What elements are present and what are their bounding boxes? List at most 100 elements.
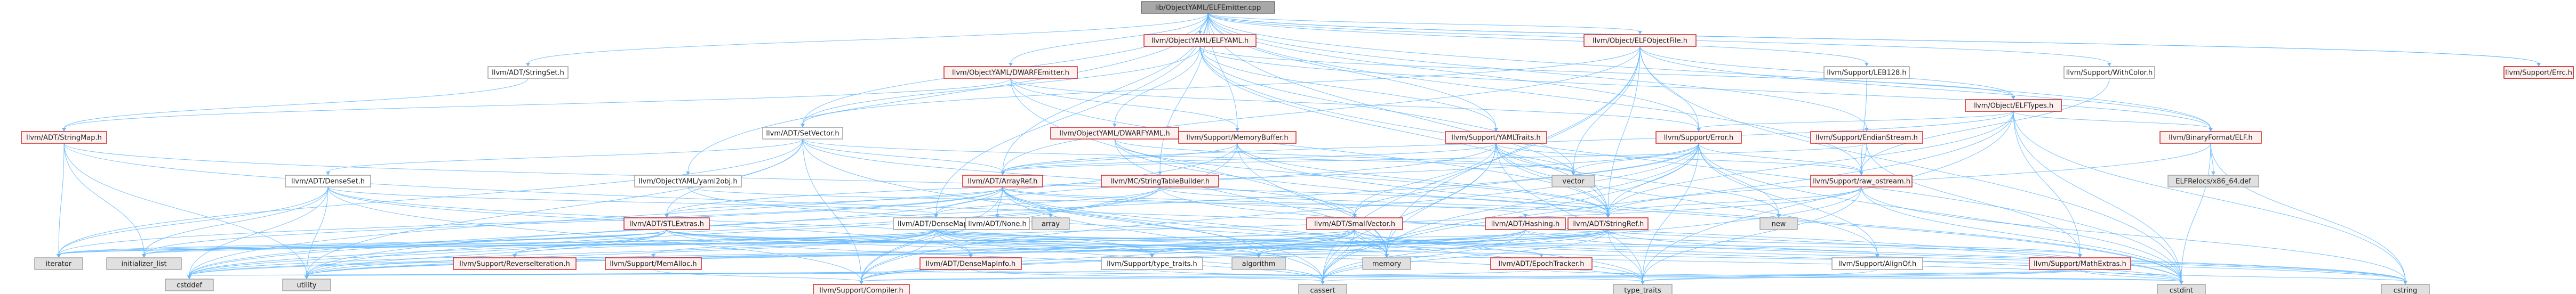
- edge-densemap-to-alignof: [935, 229, 1878, 255]
- node-compiler[interactable]: llvm/Support/Compiler.h: [813, 284, 910, 294]
- node-densemapinfo[interactable]: llvm/ADT/DenseMapInfo.h: [919, 257, 1022, 270]
- edge-arrayref-to-stlextras: [666, 186, 1003, 215]
- edge-objelffile-to-vector: [1573, 46, 1641, 173]
- node-arrayref[interactable]: llvm/ADT/ArrayRef.h: [962, 175, 1043, 187]
- edge-arrow-root-to-dwarfemitter: [1009, 63, 1013, 67]
- node-box-none: [965, 217, 1030, 230]
- node-objelffile[interactable]: llvm/Object/ELFObjectFile.h: [1583, 34, 1697, 47]
- node-denseset[interactable]: llvm/ADT/DenseSet.h: [285, 175, 371, 187]
- node-binaryelf[interactable]: llvm/BinaryFormat/ELF.h: [2159, 131, 2262, 144]
- node-llvmerrc[interactable]: llvm/Support/Errc.h: [2503, 66, 2574, 79]
- node-array[interactable]: array: [1031, 217, 1070, 230]
- edge-epoch-to-compiler: [861, 269, 1542, 282]
- node-relocsdef[interactable]: ELFRelocs/x86_64.def: [2167, 175, 2259, 187]
- node-cstring[interactable]: cstring: [2381, 284, 2430, 294]
- edge-root-to-endianstream: [1207, 13, 1867, 129]
- node-alignof[interactable]: llvm/Support/AlignOf.h: [1831, 257, 1923, 270]
- node-label-yamltraits: llvm/Support/YAMLTraits.h: [1451, 134, 1540, 142]
- edge-arrow-root-to-leb128: [1865, 63, 1869, 67]
- edge-arrayref-to-hashing: [1002, 186, 1526, 215]
- node-root[interactable]: lib/ObjectYAML/ELFEmitter.cpp: [1141, 1, 1275, 14]
- node-dwarfyaml[interactable]: llvm/ObjectYAML/DWARFYAML.h: [1050, 127, 1179, 140]
- node-box-cstring: [2381, 284, 2430, 294]
- node-memory[interactable]: memory: [1362, 257, 1411, 270]
- node-new[interactable]: new: [1759, 217, 1798, 230]
- node-box-withcolor: [2063, 66, 2155, 79]
- edge-rawostream-to-cstddef: [189, 186, 1862, 276]
- edge-denseset-to-initlist: [143, 186, 329, 255]
- node-densemap[interactable]: llvm/ADT/DenseMap.h: [893, 217, 979, 230]
- edge-error-to-cassert: [1322, 143, 1699, 282]
- node-rawostream[interactable]: llvm/Support/raw_ostream.h: [1810, 175, 1913, 187]
- node-leb128[interactable]: llvm/Support/LEB128.h: [1823, 66, 1910, 79]
- node-box-iterator: [34, 257, 83, 270]
- node-memorybuffer[interactable]: llvm/Support/MemoryBuffer.h: [1178, 131, 1297, 144]
- edge-arrow-objelftypes-to-binaryelf: [2209, 128, 2213, 132]
- edge-memorybuffer-to-cstdint: [1237, 143, 2182, 282]
- node-typetraits[interactable]: type_traits: [1613, 284, 1673, 294]
- node-label-cstdint: cstdint: [2170, 287, 2193, 294]
- edge-smallvector-to-memory: [1354, 229, 1387, 255]
- edge-objelftypes-to-binaryelf: [2013, 111, 2211, 129]
- node-revit[interactable]: llvm/Support/ReverseIteration.h: [453, 257, 577, 270]
- node-hashing[interactable]: llvm/ADT/Hashing.h: [1485, 217, 1566, 230]
- node-withcolor[interactable]: llvm/Support/WithColor.h: [2063, 66, 2155, 79]
- node-stlextras[interactable]: llvm/ADT/STLExtras.h: [623, 217, 710, 230]
- node-endianstream[interactable]: llvm/Support/EndianStream.h: [1810, 131, 1923, 144]
- node-label-objelftypes: llvm/Object/ELFTypes.h: [1973, 102, 2053, 110]
- edge-arrayref-to-cstddef: [189, 186, 1003, 276]
- edge-stlextras-to-initlist: [143, 229, 667, 255]
- node-elfyaml[interactable]: llvm/ObjectYAML/ELFYAML.h: [1143, 34, 1257, 47]
- node-algorithm[interactable]: algorithm: [1231, 257, 1286, 270]
- node-box-epoch: [1490, 257, 1593, 270]
- edge-arrayref-to-typetraits: [1002, 186, 1643, 282]
- node-cstddef[interactable]: cstddef: [165, 279, 214, 291]
- edge-arrow-mathextras-to-cstring: [2403, 281, 2407, 284]
- node-cassert[interactable]: cassert: [1298, 284, 1347, 294]
- edge-stbuilder-to-stringref: [1159, 186, 1609, 215]
- node-box-arrayref: [962, 175, 1043, 187]
- node-memalloc[interactable]: llvm/Support/MemAlloc.h: [605, 257, 702, 270]
- node-epoch[interactable]: llvm/ADT/EpochTracker.h: [1490, 257, 1593, 270]
- edge-setvector-to-denseset: [327, 138, 803, 173]
- node-none[interactable]: llvm/ADT/None.h: [965, 217, 1030, 230]
- edge-mathextras-to-compiler: [861, 269, 2081, 282]
- node-label-typetraits_h: llvm/Support/type_traits.h: [1107, 260, 1197, 268]
- node-vector[interactable]: vector: [1551, 175, 1595, 187]
- edge-densemap-to-initlist: [143, 229, 937, 255]
- edge-rawostream-to-cstring: [1861, 186, 2406, 282]
- node-stringmap[interactable]: llvm/ADT/StringMap.h: [21, 131, 107, 144]
- edge-error-to-utility: [306, 143, 1699, 276]
- node-typetraits_h[interactable]: llvm/Support/type_traits.h: [1101, 257, 1203, 270]
- node-initlist[interactable]: initializer_list: [106, 257, 182, 270]
- node-mathextras[interactable]: llvm/Support/MathExtras.h: [2029, 257, 2131, 270]
- node-stbuilder[interactable]: llvm/MC/StringTableBuilder.h: [1101, 175, 1219, 187]
- node-utility[interactable]: utility: [282, 279, 331, 291]
- node-cstdint[interactable]: cstdint: [2157, 284, 2206, 294]
- node-error[interactable]: llvm/Support/Error.h: [1655, 131, 1742, 144]
- node-stringset[interactable]: llvm/ADT/StringSet.h: [487, 66, 569, 79]
- node-yamlutil[interactable]: llvm/ObjectYAML/yaml2obj.h: [634, 175, 742, 187]
- edge-stringmap-to-initlist: [63, 143, 145, 255]
- node-box-dwarfemitter: [943, 66, 1078, 79]
- node-setvector[interactable]: llvm/ADT/SetVector.h: [762, 127, 843, 140]
- node-dwarfemitter[interactable]: llvm/ObjectYAML/DWARFEmitter.h: [943, 66, 1078, 79]
- edge-stbuilder-to-cstdint: [1159, 186, 2182, 282]
- node-objelftypes[interactable]: llvm/Object/ELFTypes.h: [1965, 99, 2062, 112]
- edge-memorybuffer-to-arrayref: [1002, 143, 1238, 173]
- node-stringref[interactable]: llvm/ADT/StringRef.h: [1567, 217, 1649, 230]
- edge-yamltraits-to-alignof: [1495, 143, 1878, 255]
- node-label-rawostream: llvm/Support/raw_ostream.h: [1812, 178, 1910, 186]
- node-yamltraits[interactable]: llvm/Support/YAMLTraits.h: [1445, 131, 1547, 144]
- node-smallvector[interactable]: llvm/ADT/SmallVector.h: [1306, 217, 1403, 230]
- edge-smallvector-to-typetraits_h: [1151, 229, 1355, 255]
- edge-arrow-densemap-to-alignof: [1875, 254, 1879, 258]
- edge-densemapinfo-to-cassert: [970, 269, 1323, 282]
- node-box-stlextras: [623, 217, 710, 230]
- edge-dwarfyaml-to-vector: [1114, 138, 1574, 173]
- node-iterator[interactable]: iterator: [34, 257, 83, 270]
- edge-denseset-to-utility: [306, 186, 329, 276]
- node-box-memalloc: [605, 257, 702, 270]
- edge-elfyaml-to-setvector: [802, 46, 1201, 125]
- node-label-alignof: llvm/Support/AlignOf.h: [1838, 260, 1917, 268]
